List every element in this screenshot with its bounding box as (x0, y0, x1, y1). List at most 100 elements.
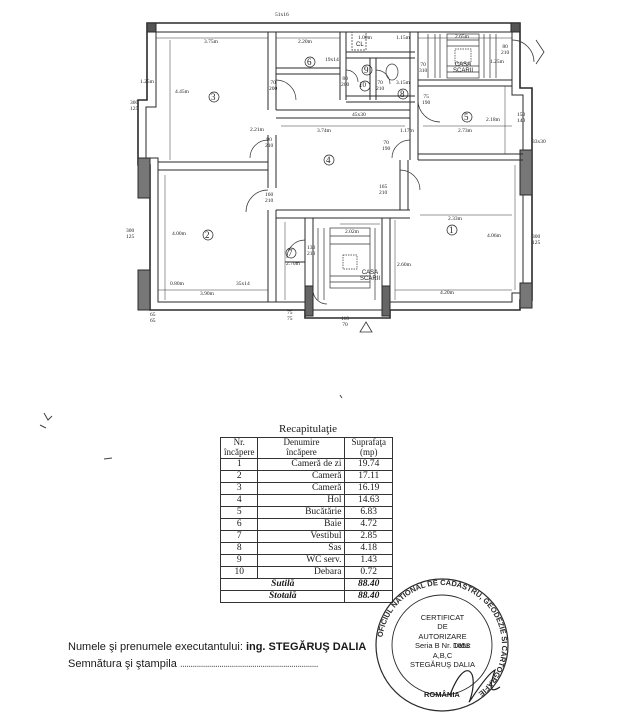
closet-label: CL (356, 42, 364, 48)
room-number: 1 (449, 225, 454, 235)
door-label: 90 210 (265, 137, 274, 150)
stamp-center: CERTIFICAT DE AUTORIZARE Seria B Nr. 165… (405, 613, 480, 669)
table-header-row: Nr. încăpere Denumire încăpere Suprafaţa… (219, 437, 393, 459)
dim-label: 33x30 (532, 139, 546, 145)
cell-nr: 6 (219, 517, 259, 531)
dim-label: 0.80m (170, 281, 184, 287)
dim-label: 4.00m (172, 231, 186, 237)
signature-scribble (449, 668, 501, 703)
cell-area: 6.83 (344, 505, 393, 519)
dim-label: 45x30 (352, 112, 366, 118)
door-label: 70 210 (376, 80, 385, 93)
room-number: 7 (288, 248, 293, 258)
dim-label: 4.45m (175, 89, 189, 95)
door-label: 165 210 (379, 184, 388, 197)
sutila-label: Sutilă (219, 577, 346, 591)
stamp-line3: AUTORIZARE (418, 631, 467, 641)
door-label: 150 140 (517, 112, 526, 125)
stamp-line4: Seria B Nr. 1653 (414, 641, 471, 651)
door-label: 70 190 (382, 140, 391, 153)
cell-name: Cameră de zi (257, 457, 346, 471)
cell-nr: 8 (219, 541, 259, 555)
cell-name: Baie (257, 517, 346, 531)
room-number: 4 (326, 155, 331, 165)
stamp-line1: CERTIFICAT (420, 613, 465, 622)
table-row-sutila: Sutilă 88.40 (219, 577, 393, 591)
col-header-area: Suprafaţa (mp) (344, 437, 393, 459)
cell-name: Vestibul (257, 529, 346, 543)
stamp-line6: STEGĂRUŞ DALIA (409, 659, 476, 669)
stotala-value: 88.40 (344, 589, 393, 603)
window-label: 300 125 (126, 228, 135, 241)
cell-name: Cameră (257, 481, 346, 495)
window-label: 110 70 (341, 316, 350, 329)
cell-nr: 1 (219, 457, 259, 471)
door-label: 70 310 (419, 62, 428, 75)
dim-label: 2.70m (286, 261, 300, 267)
cell-name: WC serv. (257, 553, 346, 567)
dim-label: 3.90m (200, 291, 214, 297)
door-label: 70 200 (269, 80, 278, 93)
dim-label: 2.33m (448, 216, 462, 222)
col-header-name: Denumire încăpere (257, 437, 346, 459)
cell-name: Debara (257, 565, 346, 579)
signature-label: Semnătura şi ştampila (68, 658, 177, 670)
cell-area: 4.72 (344, 517, 393, 531)
window-label: 65 65 (150, 312, 156, 325)
dim-label: 1.17m (400, 128, 414, 134)
door-label: 160 210 (265, 192, 274, 205)
executant-name: ing. STEGĂRUŞ DALIA (245, 641, 367, 653)
table-row-stotala: Stotală 88.40 (219, 589, 393, 603)
executant-line: Numele şi prenumele executantului: ing. … (68, 642, 366, 653)
window-label: 300 125 (130, 100, 139, 113)
cell-nr: 3 (219, 481, 259, 495)
room-number: 5 (464, 112, 469, 122)
authorization-stamp: OFICIUL NATIONAL DE CADASTRU, GEODEZIE S… (375, 578, 509, 712)
room-number: 8 (400, 89, 405, 99)
room-number: 9 (364, 65, 369, 75)
cell-area: 2.85 (344, 529, 393, 543)
room-number: 2 (205, 230, 210, 240)
cell-nr: 5 (219, 505, 259, 519)
dim-label: 2.21m (250, 127, 264, 133)
dim-label: 2.60m (397, 262, 411, 268)
overall-dimension: 51x16 (275, 12, 289, 18)
room-number: 6 (307, 57, 312, 67)
dim-label: 35x14 (236, 281, 250, 287)
dim-label: 1.15m (396, 35, 410, 41)
cell-area: 19.74 (344, 457, 393, 471)
room-number: 3 (211, 92, 216, 102)
dim-label: 2.02m (345, 229, 359, 235)
stair-label: CASA SCARII (360, 270, 381, 282)
cell-nr: 2 (219, 469, 259, 483)
cell-name: Cameră (257, 469, 346, 483)
cell-nr: 7 (219, 529, 259, 543)
cell-nr: 9 (219, 553, 259, 567)
col-header-nr: Nr. încăpere (219, 437, 259, 459)
dim-label: 4.06m (487, 233, 501, 239)
cell-name: Sas (257, 541, 346, 555)
signature-line: Semnătura şi ştampila ..................… (68, 658, 319, 670)
cell-name: Bucătărie (257, 505, 346, 519)
cell-area: 1.43 (344, 553, 393, 567)
dim-label: 3.75m (204, 39, 218, 45)
dim-label: 3.15m (396, 80, 410, 86)
cell-nr: 4 (219, 493, 259, 507)
recap-table: Nr. încăpere Denumire încăpere Suprafaţa… (219, 437, 393, 603)
door-label: 80 210 (501, 44, 510, 57)
dim-label: 1.25m (490, 59, 504, 65)
dim-label: 2.20m (298, 39, 312, 45)
dim-label: 1.25m (140, 79, 154, 85)
dim-label: 2.18m (486, 117, 500, 123)
door-label: 130 210 (307, 245, 316, 258)
door-label: 80 200 (341, 76, 350, 89)
cell-area: 17.11 (344, 469, 393, 483)
